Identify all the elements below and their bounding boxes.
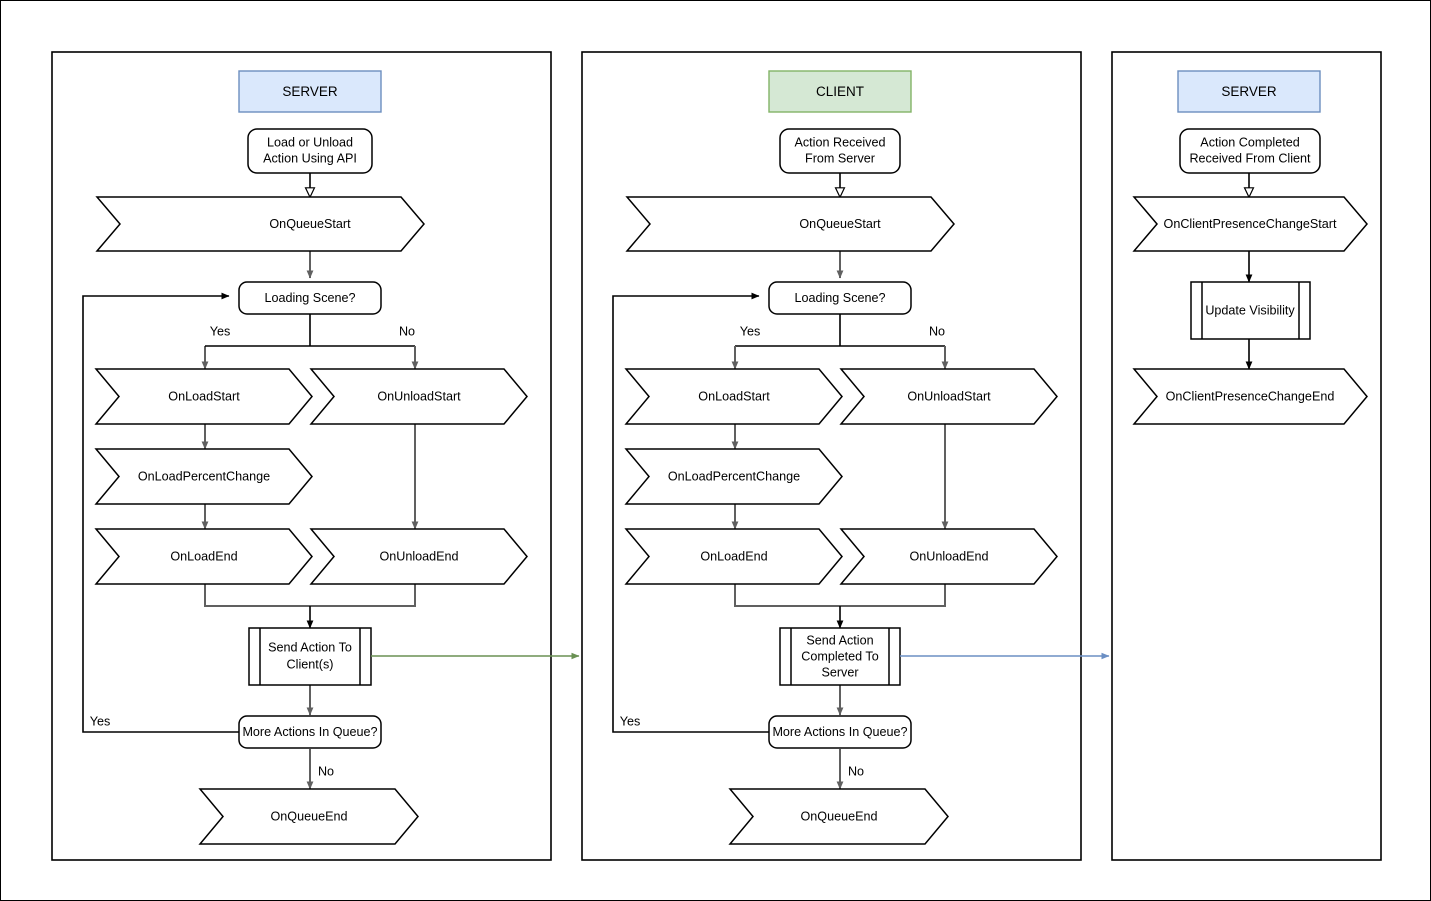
node-more-actions-server: More Actions In Queue?: [238, 715, 382, 749]
node-onqueuestart-client: OnQueueStart: [625, 196, 955, 252]
node-label: OnUnloadEnd: [379, 549, 458, 563]
node-send-action-to-clients: Send Action To Client(s): [248, 627, 372, 686]
node-label-line2: Action Using API: [263, 151, 357, 165]
node-onqueueend-server: OnQueueEnd: [198, 788, 419, 845]
lane-title-server-left: SERVER: [238, 70, 382, 113]
node-label: OnClientPresenceChangeEnd: [1166, 389, 1335, 403]
edge-more-yes-loopback: [82, 292, 239, 733]
node-label: OnQueueEnd: [800, 809, 877, 823]
edge-label-no-client: No: [929, 324, 945, 338]
node-label: Loading Scene?: [794, 291, 885, 305]
node-label: More Actions In Queue?: [242, 725, 377, 739]
node-label: OnClientPresenceChangeStart: [1164, 217, 1337, 231]
node-send-action-completed-to-server: Send Action Completed To Server: [779, 627, 901, 686]
node-onclientpresencechangestart: OnClientPresenceChangeStart: [1132, 196, 1368, 252]
edge-label-yes-client: Yes: [740, 324, 761, 338]
node-action-received-from-server: Action Received From Server: [779, 128, 901, 174]
node-label: OnLoadStart: [168, 389, 240, 403]
node-label: OnQueueStart: [269, 217, 351, 231]
node-onclientpresencechangeend: OnClientPresenceChangeEnd: [1132, 368, 1368, 425]
node-label-line2: Client(s): [287, 657, 334, 671]
lane-title-server-right: SERVER: [1177, 70, 1321, 113]
edge-label-exit-no-client: No: [848, 764, 864, 778]
node-label: OnQueueStart: [799, 217, 881, 231]
node-onqueuestart-server: OnQueueStart: [95, 196, 425, 252]
edge-label-loop-yes-client: Yes: [620, 714, 641, 728]
node-more-actions-client: More Actions In Queue?: [768, 715, 912, 749]
node-label-line2: From Server: [805, 151, 875, 165]
node-onunloadstart-client: OnUnloadStart: [839, 368, 1058, 425]
node-label-line1: Load or Unload: [267, 135, 353, 149]
node-label-line1: Action Completed: [1200, 135, 1299, 149]
node-update-visibility: Update Visibility: [1190, 281, 1311, 340]
node-label-line1: Send Action To: [268, 640, 352, 654]
edge-label-loop-yes: Yes: [90, 714, 111, 728]
node-onqueueend-client: OnQueueEnd: [728, 788, 949, 845]
node-load-or-unload-action: Load or Unload Action Using API: [247, 128, 373, 174]
node-label: OnLoadStart: [698, 389, 770, 403]
node-label: OnLoadPercentChange: [138, 469, 270, 483]
node-label: OnUnloadEnd: [909, 549, 988, 563]
lane-title-label: CLIENT: [816, 84, 864, 99]
node-label-line1: Action Received: [794, 135, 885, 149]
node-label: More Actions In Queue?: [772, 725, 907, 739]
lane-title-label: SERVER: [282, 84, 338, 99]
node-action-completed-received-from-client: Action Completed Received From Client: [1179, 128, 1321, 174]
edge-label-exit-no: No: [318, 764, 334, 778]
node-label: OnLoadEnd: [700, 549, 767, 563]
node-label: OnQueueEnd: [270, 809, 347, 823]
edge-more-yes-loopback-client: [612, 292, 769, 733]
node-label: OnLoadPercentChange: [668, 469, 800, 483]
node-loading-scene-client: Loading Scene?: [768, 281, 912, 315]
node-onunloadend-client: OnUnloadEnd: [839, 528, 1058, 585]
node-label-line3: Server: [821, 665, 858, 679]
node-onloadend-server: OnLoadEnd: [94, 528, 313, 585]
lane-server-right: [1111, 51, 1382, 861]
node-label: OnUnloadStart: [907, 389, 991, 403]
node-onloadpercentchange-client: OnLoadPercentChange: [624, 448, 843, 505]
node-label: Update Visibility: [1205, 303, 1295, 317]
node-onunloadstart-server: OnUnloadStart: [309, 368, 528, 425]
node-label-line2: Received From Client: [1189, 151, 1311, 165]
lane-title-label: SERVER: [1221, 84, 1277, 99]
node-onloadstart-server: OnLoadStart: [94, 368, 313, 425]
node-onunloadend-server: OnUnloadEnd: [309, 528, 528, 585]
node-label: OnLoadEnd: [170, 549, 237, 563]
node-onloadpercentchange-server: OnLoadPercentChange: [94, 448, 313, 505]
node-label: OnUnloadStart: [377, 389, 461, 403]
node-onloadstart-client: OnLoadStart: [624, 368, 843, 425]
node-loading-scene-server: Loading Scene?: [238, 281, 382, 315]
node-label-line2: Completed To: [801, 649, 878, 663]
lane-title-client: CLIENT: [768, 70, 912, 113]
edge-label-no: No: [399, 324, 415, 338]
node-onloadend-client: OnLoadEnd: [624, 528, 843, 585]
node-label-line1: Send Action: [806, 633, 873, 647]
node-label: Loading Scene?: [264, 291, 355, 305]
edge-label-yes: Yes: [210, 324, 231, 338]
